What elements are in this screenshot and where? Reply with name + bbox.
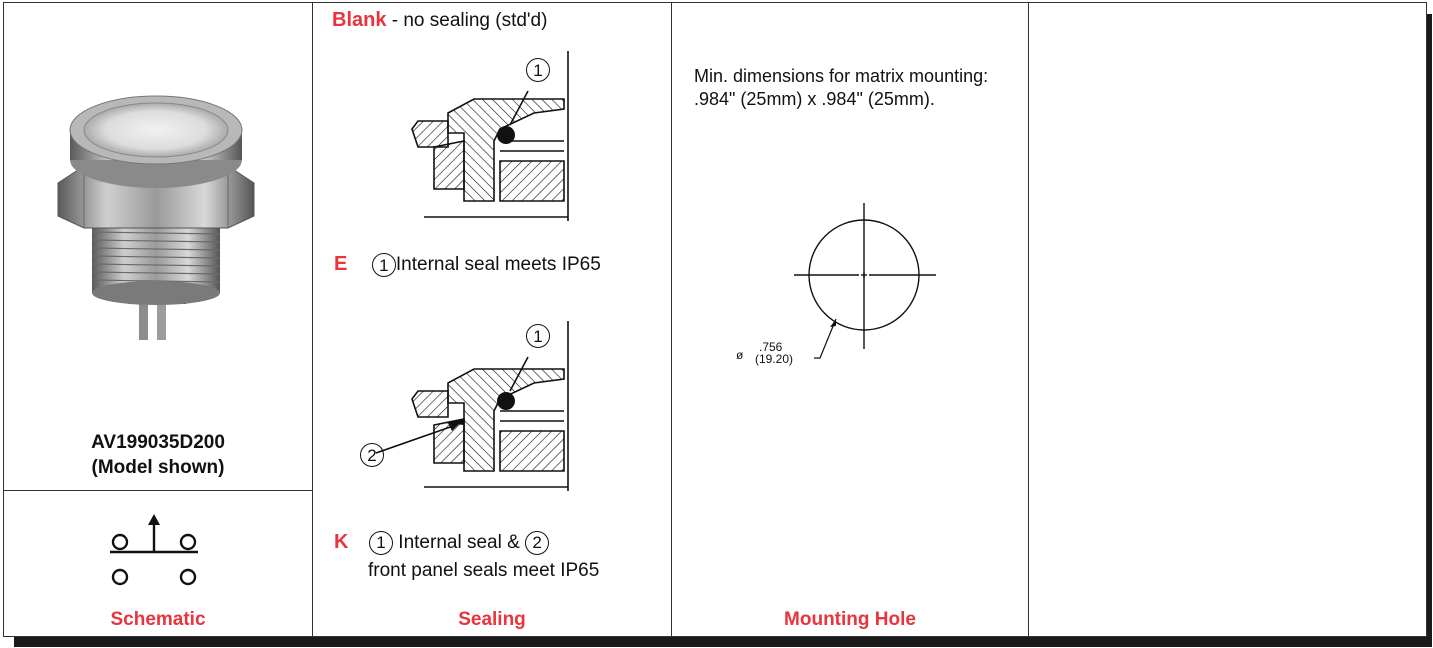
- diameter-mm: (19.20): [755, 352, 794, 366]
- column-divider: [671, 3, 672, 636]
- seal-2-icon: 2: [525, 530, 550, 555]
- spec-table: AV199035D200 (Model shown) Schematic Bla…: [3, 2, 1427, 637]
- schematic-caption: Schematic: [110, 609, 206, 630]
- diameter-inches: .756: [759, 340, 783, 354]
- diameter-symbol: ø: [736, 348, 744, 362]
- switch-schematic: [110, 514, 198, 586]
- blank-code: Blank: [332, 9, 387, 31]
- e-description: Internal seal meets IP65: [395, 254, 601, 276]
- mounting-description: Min. dimensions for matrix mounting: .98…: [694, 66, 989, 109]
- column-divider: [1028, 3, 1029, 636]
- callout-2-icon: 2: [360, 443, 384, 467]
- seal-1-icon: 1: [371, 253, 396, 277]
- product-photo: [57, 95, 255, 340]
- model-note: (Model shown): [91, 457, 225, 478]
- empty-column: [1030, 3, 1426, 636]
- seal-1-icon: 1: [369, 530, 394, 555]
- diameter-label: .756 (19.20): [755, 341, 793, 365]
- column-divider: [312, 3, 313, 636]
- row-divider: [4, 490, 312, 491]
- callout-1-icon: 1: [526, 58, 550, 82]
- callout-1-icon: 1: [526, 324, 550, 348]
- k-code: K: [334, 531, 349, 553]
- k-description-2: front panel seals meet IP65: [368, 560, 600, 581]
- blank-description: - no sealing (std'd): [391, 10, 548, 31]
- sealing-caption: Sealing: [458, 609, 526, 630]
- seal-drawing-k: [375, 321, 569, 491]
- e-code: E: [334, 253, 348, 276]
- model-number: AV199035D200: [91, 432, 225, 453]
- mounting-hole-drawing: [794, 203, 936, 359]
- model-caption: AV199035D200 (Model shown): [4, 430, 312, 480]
- mounting-hole-caption: Mounting Hole: [784, 609, 916, 630]
- k-description-1: Internal seal &: [398, 532, 520, 553]
- seal-drawing-e: [411, 51, 569, 221]
- sealing-blank-option: Blank - no sealing (std'd): [332, 9, 547, 32]
- sealing-k-option: K 1 Internal seal & 2 front panel seals …: [334, 528, 599, 585]
